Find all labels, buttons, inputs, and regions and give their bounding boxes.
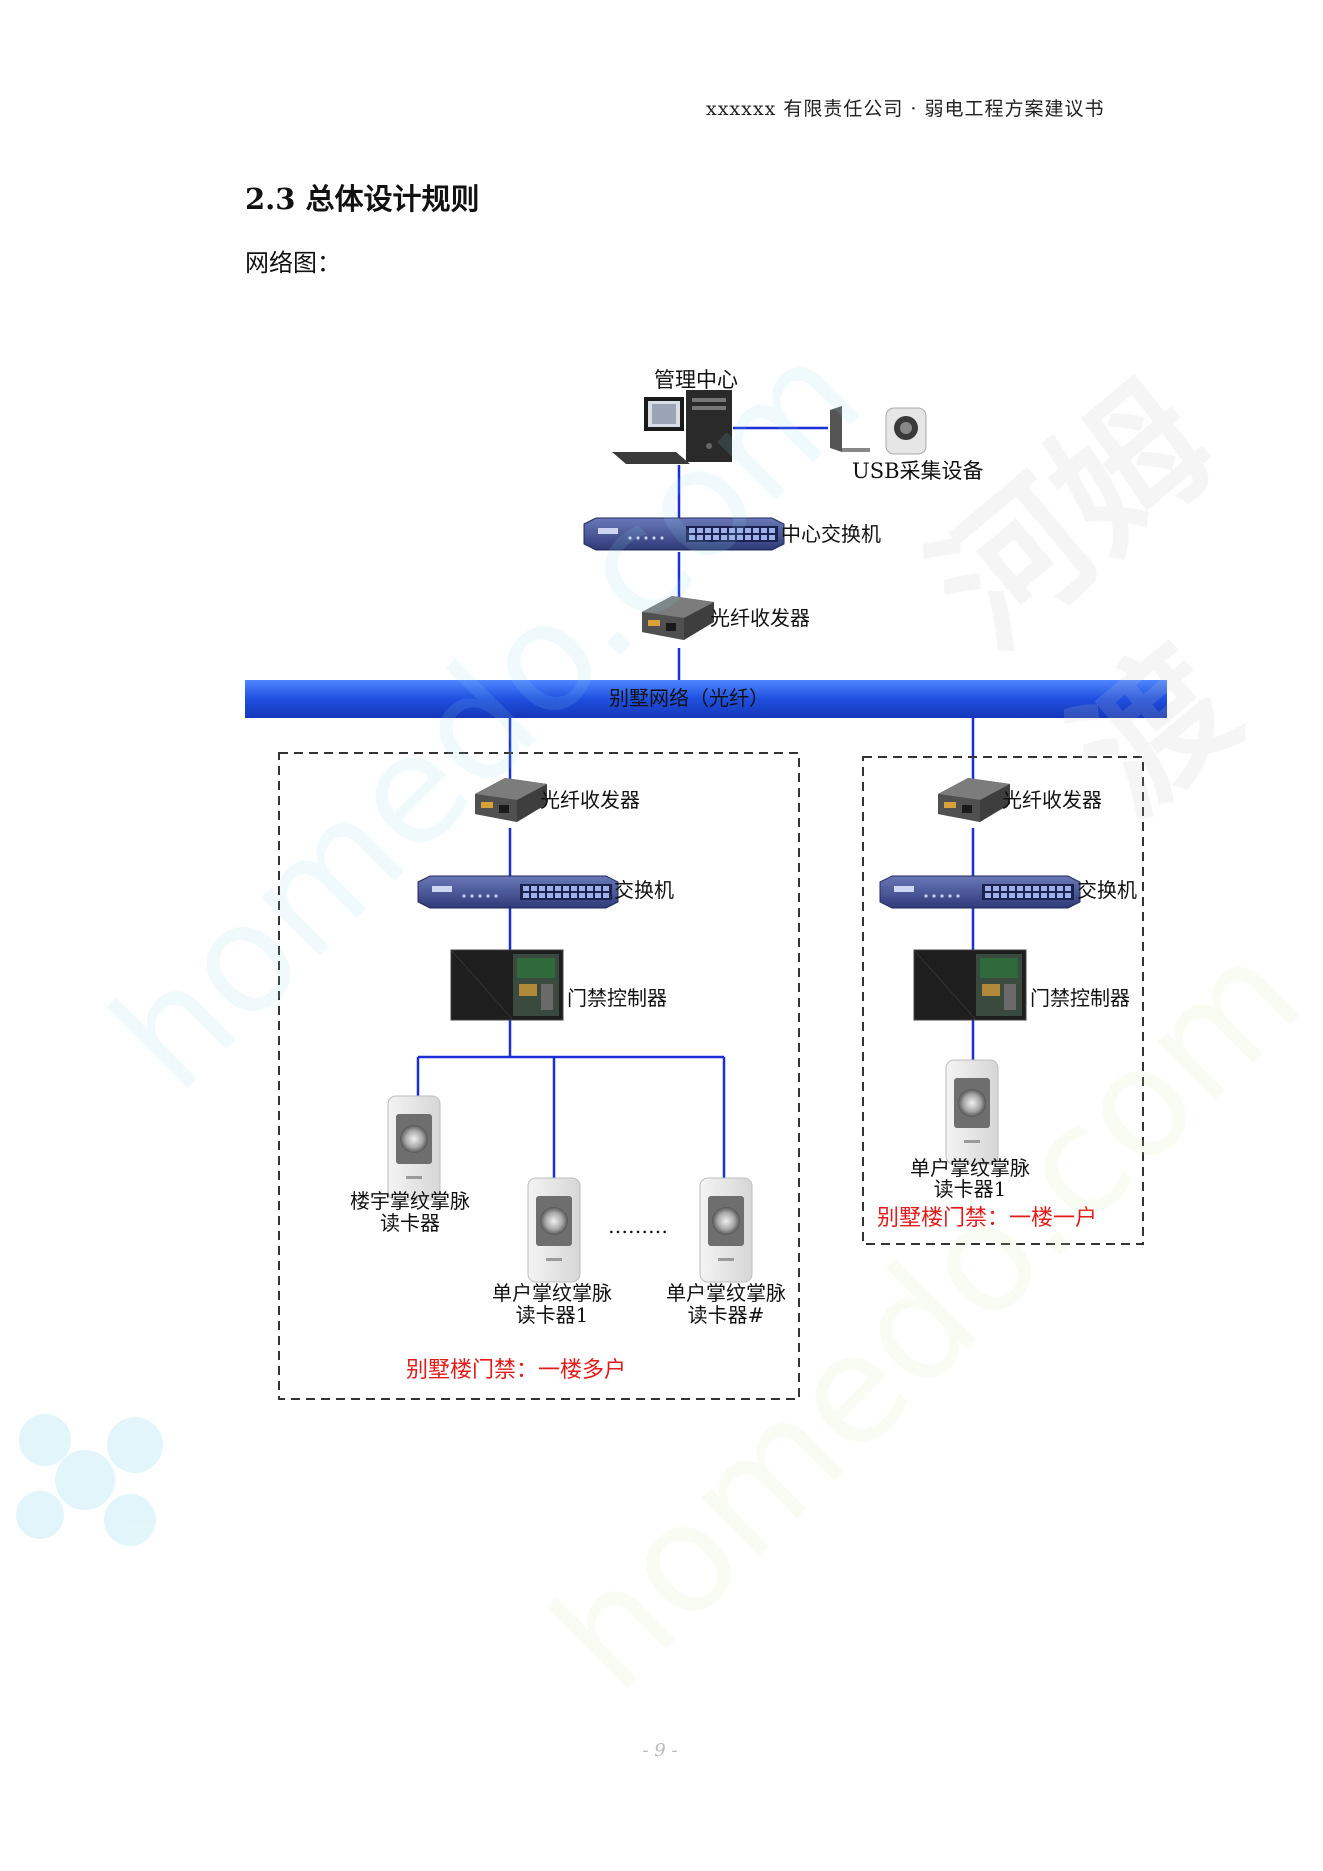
left-switch bbox=[417, 875, 619, 909]
top-fiber-transceiver bbox=[642, 596, 714, 640]
watermark-graphics bbox=[16, 1414, 163, 1546]
section-title: 2.3 总体设计规则 bbox=[245, 182, 480, 216]
label-dots: ……… bbox=[608, 1214, 668, 1238]
label-right-reader-2: 读卡器1 bbox=[934, 1177, 1007, 1201]
right-access-controller bbox=[913, 949, 1027, 1021]
label-reader-building-1: 楼宇掌纹掌脉 bbox=[350, 1189, 470, 1213]
reader-building bbox=[387, 1095, 441, 1201]
right-fiber-transceiver bbox=[938, 778, 1010, 822]
label-right-switch: 交换机 bbox=[1077, 878, 1137, 902]
page-number: - 9 - bbox=[642, 1740, 678, 1761]
label-reader-building-2: 读卡器 bbox=[380, 1211, 440, 1235]
left-access-controller bbox=[450, 949, 564, 1021]
management-center-computer bbox=[612, 390, 732, 464]
label-reader-unitn-2: 读卡器# bbox=[688, 1303, 765, 1327]
section-subtitle: 网络图： bbox=[245, 249, 341, 277]
left-group-caption: 别墅楼门禁：一楼多户 bbox=[406, 1358, 626, 1383]
label-usb-device: USB采集设备 bbox=[852, 459, 984, 483]
label-left-controller: 门禁控制器 bbox=[567, 986, 667, 1010]
right-switch bbox=[879, 875, 1081, 909]
label-right-transceiver: 光纤收发器 bbox=[1002, 788, 1102, 812]
label-reader-unit1-1: 单户掌纹掌脉 bbox=[492, 1281, 612, 1305]
reader-unit-1 bbox=[527, 1177, 581, 1283]
reader-unit-n bbox=[699, 1177, 753, 1283]
fiber-backbone-bar bbox=[245, 680, 1167, 718]
usb-capture-device bbox=[830, 406, 927, 455]
label-center-switch: 中心交换机 bbox=[781, 522, 881, 546]
label-right-reader-1: 单户掌纹掌脉 bbox=[910, 1156, 1030, 1180]
left-fiber-transceiver bbox=[475, 778, 547, 822]
page-header: xxxxxx 有限责任公司 · 弱电工程方案建议书 bbox=[706, 98, 1105, 120]
center-switch bbox=[583, 517, 785, 551]
label-reader-unitn-1: 单户掌纹掌脉 bbox=[666, 1281, 786, 1305]
label-backbone: 别墅网络（光纤） bbox=[609, 686, 769, 710]
right-group-caption: 别墅楼门禁：一楼一户 bbox=[877, 1206, 1097, 1231]
label-right-controller: 门禁控制器 bbox=[1030, 986, 1130, 1010]
left-group-box bbox=[278, 752, 800, 1400]
label-management-center: 管理中心 bbox=[654, 368, 738, 392]
label-top-transceiver: 光纤收发器 bbox=[710, 606, 810, 630]
reader-right-unit bbox=[945, 1059, 999, 1165]
label-reader-unit1-2: 读卡器1 bbox=[516, 1303, 589, 1327]
label-left-transceiver: 光纤收发器 bbox=[540, 788, 640, 812]
label-left-switch: 交换机 bbox=[614, 878, 674, 902]
right-group-box bbox=[862, 756, 1144, 1245]
